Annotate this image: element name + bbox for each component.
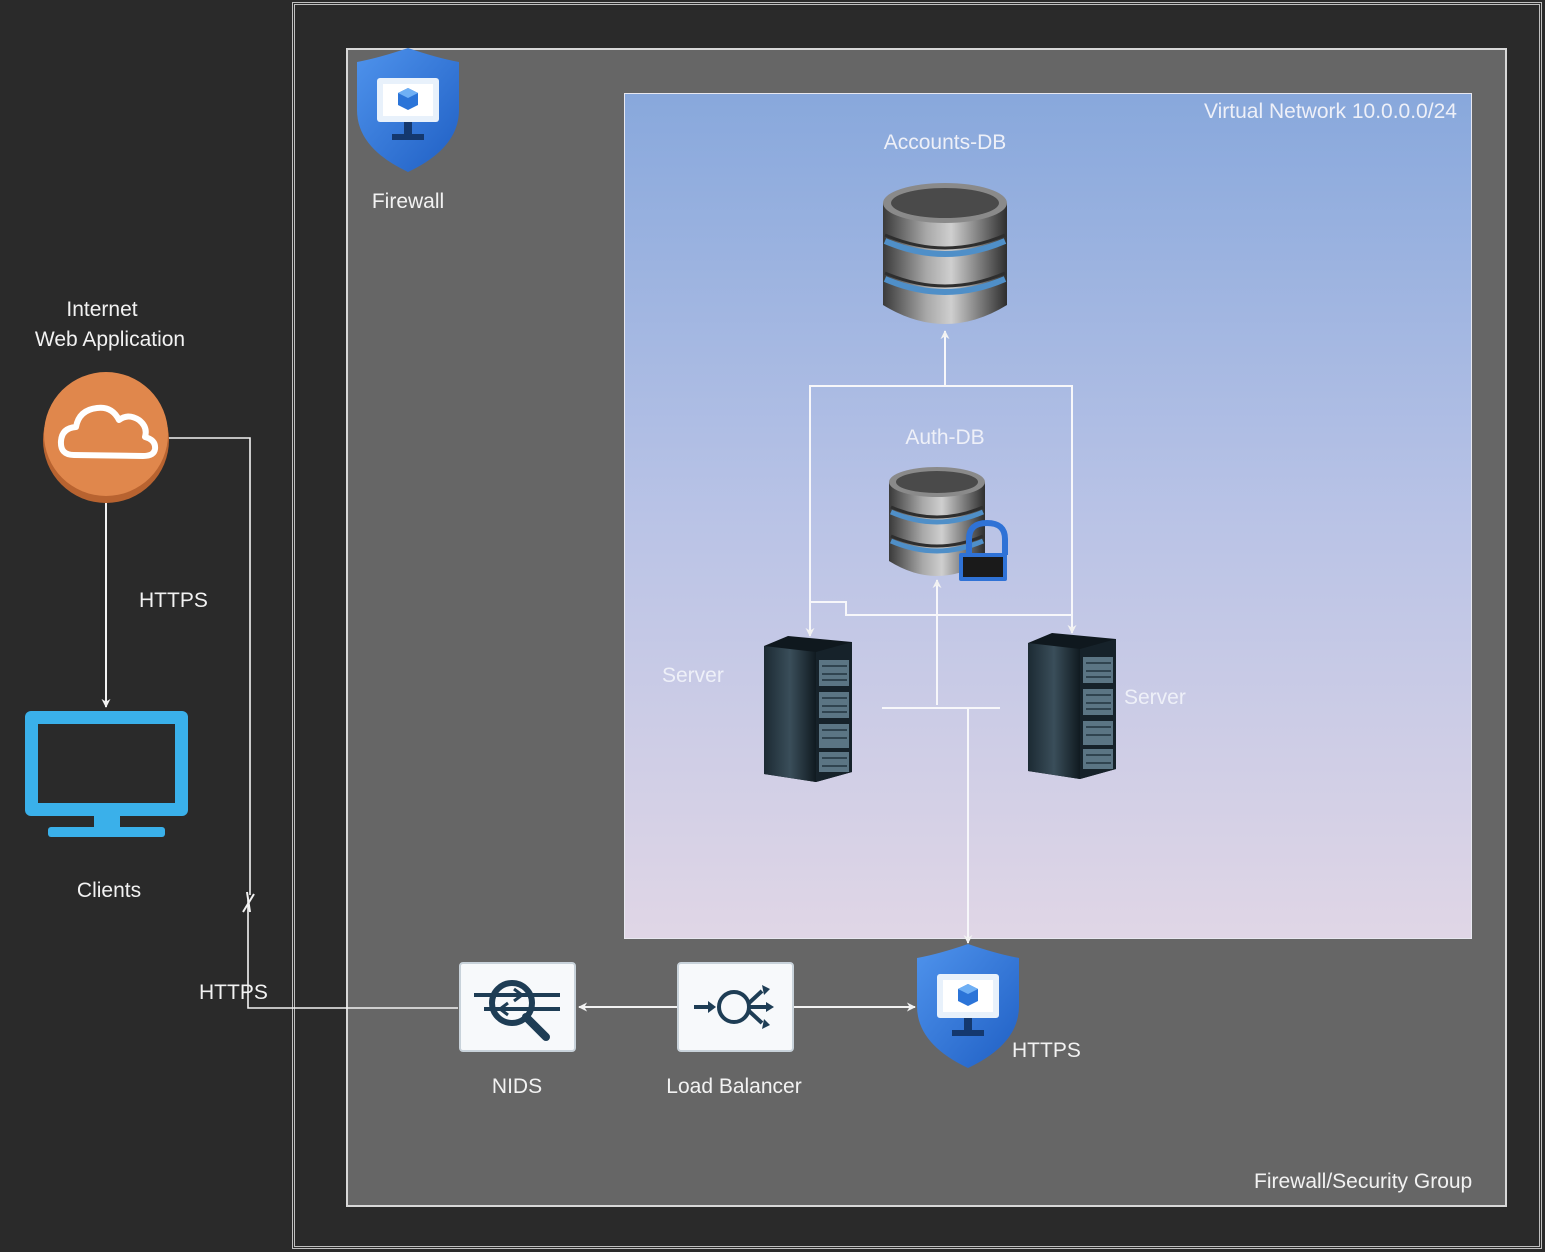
nids-inspect-icon	[459, 962, 576, 1052]
load-balancer-label: Load Balancer	[666, 1075, 802, 1098]
edge-label-internet-nids: HTTPS	[199, 981, 268, 1004]
locked-database-icon	[889, 467, 1008, 581]
vnet-label: Virtual Network 10.0.0.0/24	[1204, 100, 1457, 123]
server-rack-icon	[1028, 633, 1116, 779]
firewall-shield-icon	[917, 944, 1019, 1068]
monitor-icon	[25, 711, 188, 837]
server-left-label: Server	[662, 664, 724, 687]
edge-label-lb-firewall: HTTPS	[1012, 1039, 1081, 1062]
virtual-network-container	[624, 93, 1472, 939]
internet-label-line2: Web Application	[34, 328, 186, 351]
auth-db-label: Auth-DB	[905, 426, 985, 449]
security-group-label: Firewall/Security Group	[1254, 1170, 1473, 1193]
accounts-db-label: Accounts-DB	[883, 131, 1007, 154]
firewall-label: Firewall	[371, 190, 445, 213]
server-right-label: Server	[1124, 686, 1186, 709]
outer-boundary	[292, 2, 1542, 1249]
load-balancer-icon	[677, 962, 794, 1052]
nids-label: NIDS	[491, 1075, 543, 1098]
network-bus	[805, 330, 1077, 944]
firewall-shield-icon	[357, 48, 459, 172]
cloud-icon	[43, 372, 169, 503]
database-icon	[883, 183, 1007, 324]
edge-internet-to-nids	[168, 437, 458, 1009]
internet-label-line1: Internet	[66, 298, 138, 321]
edge-label-internet-clients: HTTPS	[139, 589, 208, 612]
server-rack-icon	[764, 636, 852, 782]
clients-label: Clients	[76, 879, 142, 902]
